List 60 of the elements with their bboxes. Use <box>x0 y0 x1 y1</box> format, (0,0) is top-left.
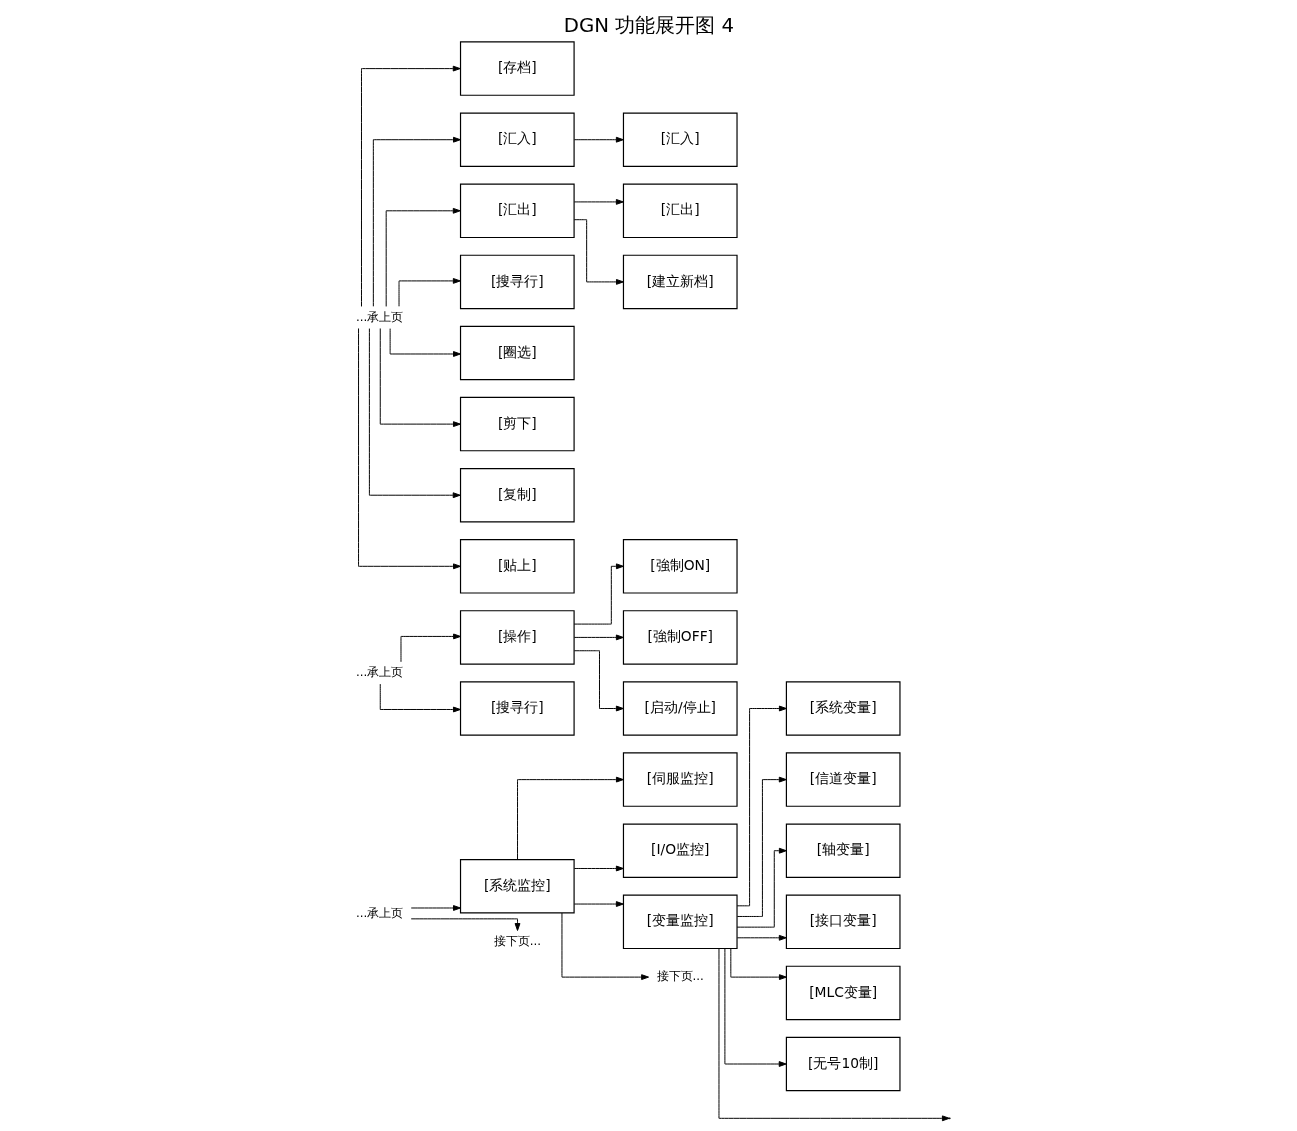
arrow <box>573 650 624 712</box>
node-box: [伺服监控] <box>622 752 738 807</box>
node-box: [汇出] <box>459 183 575 239</box>
arrow <box>389 328 461 357</box>
node-box: [存档] <box>459 41 575 96</box>
arrow <box>573 634 624 641</box>
arrow <box>410 918 520 931</box>
arrow <box>729 948 787 981</box>
arrow <box>573 901 624 907</box>
node-text: ...承上页 <box>355 905 403 920</box>
node-box: [操作] <box>459 610 575 665</box>
node-box: [系统监控] <box>459 859 575 914</box>
node-box: [搜寻行] <box>459 254 575 310</box>
arrow <box>573 136 624 143</box>
arrow <box>573 199 624 205</box>
node-box: [MLC变量] <box>785 965 901 1021</box>
node-box: [汇入] <box>622 112 738 167</box>
arrow <box>573 865 624 872</box>
arrow <box>385 207 461 307</box>
node-box: [接口变量] <box>785 894 901 950</box>
arrow <box>736 934 787 941</box>
arrow <box>368 328 461 499</box>
arrow <box>357 327 461 570</box>
node-box: [汇入] <box>459 112 575 167</box>
node-box: [无号10制] <box>785 1036 901 1092</box>
node-text: ...承上页 <box>355 665 403 680</box>
node-box: [轴变量] <box>785 823 901 878</box>
arrow <box>410 905 461 911</box>
node-text: 接下页... <box>656 969 704 984</box>
node-box: [汇出] <box>622 183 738 239</box>
node-box: [剪下] <box>459 396 575 452</box>
node-box: [信道变量] <box>785 752 901 807</box>
node-box: [強制OFF] <box>622 610 738 665</box>
diagram-title: DGN 功能展开图 4 <box>563 14 734 38</box>
arrow <box>400 633 461 663</box>
arrow <box>736 705 787 907</box>
arrow <box>379 327 461 428</box>
node-box: [強制ON] <box>622 539 738 594</box>
arrow <box>360 65 461 307</box>
arrow <box>379 683 461 713</box>
node-box: [启动/停止] <box>622 681 738 736</box>
arrow <box>372 136 461 307</box>
node-text: ...承上页 <box>355 309 403 324</box>
node-box: [搜寻行] <box>459 681 575 736</box>
node-box: [I/O监控] <box>622 823 738 878</box>
arrow <box>398 278 461 307</box>
arrow <box>723 948 787 1067</box>
node-box: [复制] <box>459 467 575 523</box>
arrow <box>516 776 624 860</box>
arrow <box>736 847 787 928</box>
node-box: [建立新档] <box>622 254 738 310</box>
arrow <box>573 219 624 285</box>
node-box: [系统变量] <box>785 681 901 736</box>
arrow <box>560 912 649 981</box>
node-box: [圈选] <box>459 325 575 381</box>
node-box: [贴上] <box>459 539 575 594</box>
node-box: [变量监控] <box>622 894 738 950</box>
arrow <box>736 776 787 917</box>
node-text: 接下页... <box>493 933 541 948</box>
arrow <box>573 563 624 625</box>
